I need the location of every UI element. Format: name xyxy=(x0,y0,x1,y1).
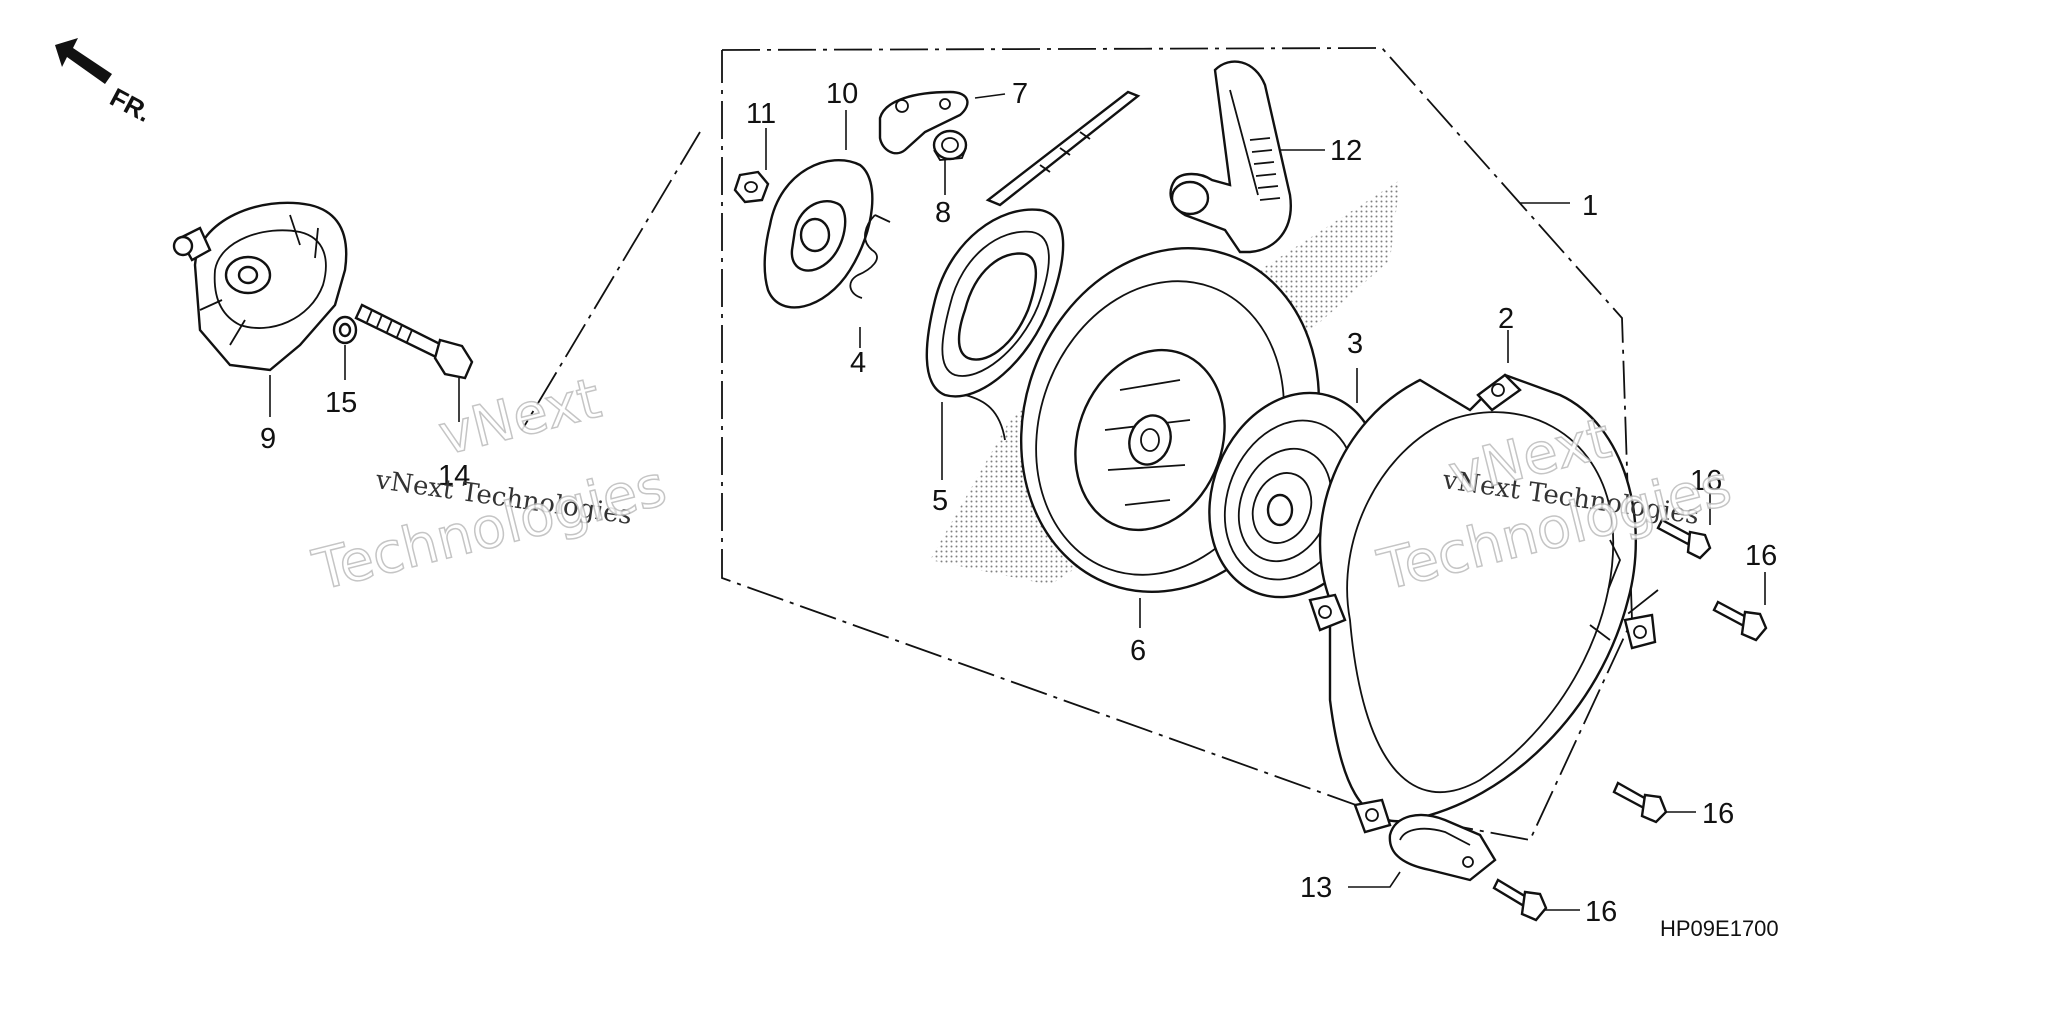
part-14-flange-bolt xyxy=(354,303,474,380)
direction-label: FR. xyxy=(105,82,156,128)
part-16-bolt-d xyxy=(1492,878,1548,922)
callout-16-b: 16 xyxy=(1745,540,1777,572)
callout-16-c: 16 xyxy=(1702,798,1734,830)
watermark-left: vNext Technologies vNext Technologies xyxy=(306,365,673,604)
part-12-grip xyxy=(1169,60,1292,254)
part-10-friction-plate xyxy=(763,159,874,309)
part-11-nut xyxy=(733,170,770,204)
part-5-recoil-spring xyxy=(925,90,1141,441)
callout-15: 15 xyxy=(325,387,357,419)
part-8-collar xyxy=(932,129,968,161)
part-13-rope-guide xyxy=(1388,813,1497,882)
part-7-ratchet xyxy=(878,90,969,155)
part-4-spring xyxy=(849,214,891,299)
diagram-code: HP09E1700 xyxy=(1660,916,1779,941)
assembly-outline xyxy=(521,47,1659,842)
callout-16-d: 16 xyxy=(1585,896,1617,928)
part-16-bolt-a xyxy=(1656,518,1712,560)
watermark-big-left-line2: Technologies xyxy=(307,453,673,603)
callout-16-a: 16 xyxy=(1690,465,1722,497)
callout-3: 3 xyxy=(1347,328,1363,360)
part-2-starter-case xyxy=(1308,373,1657,834)
leader-lines xyxy=(269,93,1766,911)
front-direction-arrow-icon xyxy=(55,38,112,84)
callout-6: 6 xyxy=(1130,635,1146,667)
callout-10: 10 xyxy=(826,78,858,110)
part-16-bolt-c xyxy=(1612,781,1668,824)
callout-12: 12 xyxy=(1330,135,1362,167)
part-15-washer xyxy=(332,315,358,345)
callout-1: 1 xyxy=(1582,190,1598,222)
callout-11: 11 xyxy=(746,98,776,130)
callout-2: 2 xyxy=(1498,303,1514,335)
part-16-bolt-b xyxy=(1712,600,1768,642)
callout-14: 14 xyxy=(438,460,470,492)
callout-7: 7 xyxy=(1012,78,1028,110)
callout-13: 13 xyxy=(1300,872,1332,904)
callout-4: 4 xyxy=(850,347,866,379)
callout-5: 5 xyxy=(932,485,948,517)
part-9-starter-pulley xyxy=(172,201,348,372)
callout-9: 9 xyxy=(260,423,276,455)
callout-8: 8 xyxy=(935,197,951,229)
